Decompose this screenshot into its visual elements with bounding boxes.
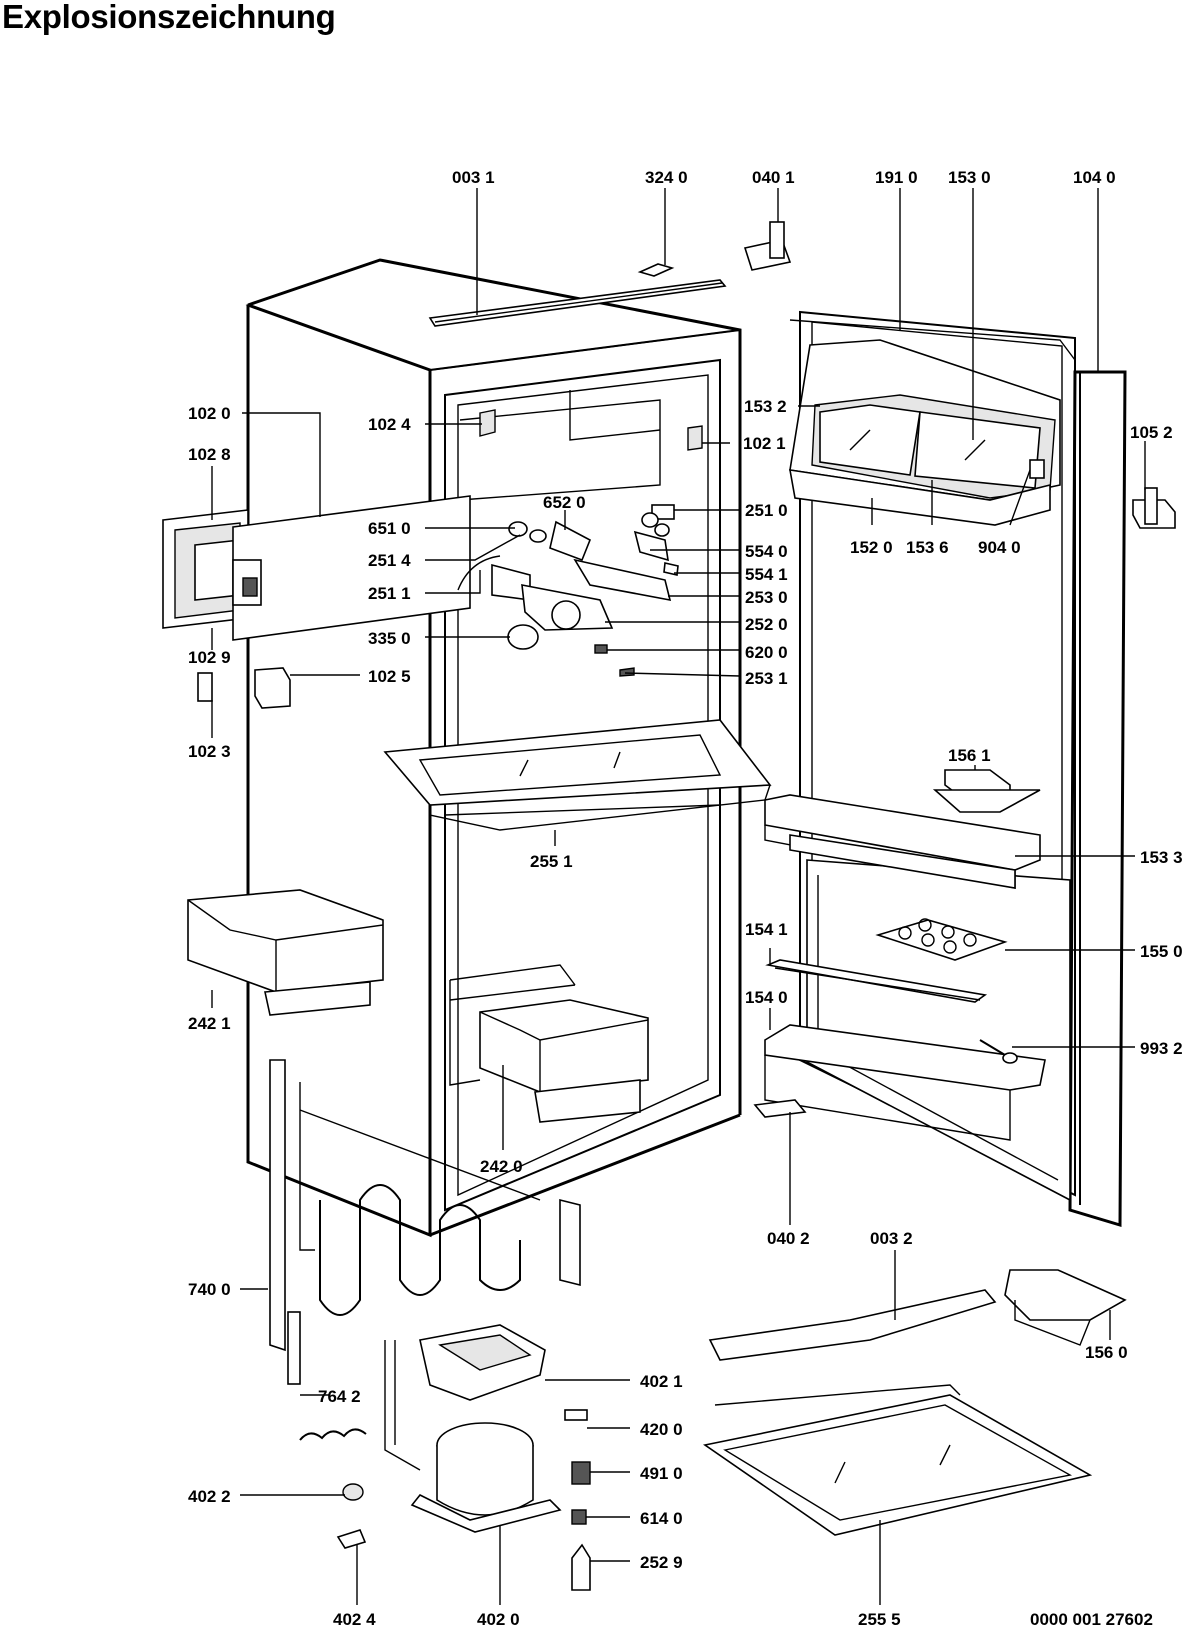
part-0032-bar: [708, 1289, 997, 1361]
label-7400: 740 0: [188, 1280, 231, 1299]
label-2520: 252 0: [745, 615, 788, 634]
part-4200: [564, 1409, 588, 1421]
label-2420: 242 0: [480, 1157, 523, 1176]
part-1541-rail: [765, 959, 988, 1003]
label-6510: 651 0: [368, 519, 411, 538]
label-1023: 102 3: [188, 742, 231, 761]
label-2421: 242 1: [188, 1014, 231, 1033]
label-6520: 652 0: [543, 493, 586, 512]
label-4200: 420 0: [640, 1420, 683, 1439]
label-1561: 156 1: [948, 746, 991, 765]
label-1536: 153 6: [906, 538, 949, 557]
part-6140: [571, 1509, 587, 1525]
label-0401: 040 1: [752, 168, 795, 187]
part-0402-bracket: [753, 1099, 807, 1118]
label-1025: 102 5: [368, 667, 411, 686]
label-1021: 102 1: [743, 434, 786, 453]
label-0032: 003 2: [870, 1229, 913, 1248]
label-2510: 251 0: [745, 501, 788, 520]
leader-lines: [211, 188, 1146, 1605]
label-9932: 993 2: [1140, 1039, 1183, 1058]
drawing-number: 0000 001 27602: [1030, 1610, 1153, 1629]
label-1910: 191 0: [875, 168, 918, 187]
label-9040: 904 0: [978, 538, 1021, 557]
part-1020-panel: [232, 495, 471, 641]
label-3350: 335 0: [368, 629, 411, 648]
door-assembly: [764, 310, 1176, 1228]
label-3240: 324 0: [645, 168, 688, 187]
part-2529: [571, 1543, 591, 1591]
label-1052: 105 2: [1130, 423, 1173, 442]
page-title: Explosionszeichnung: [2, 0, 336, 35]
part-1560-ice-tray: [1004, 1269, 1127, 1346]
label-5541: 554 1: [745, 565, 788, 584]
label-1550: 155 0: [1140, 942, 1183, 961]
part-4910: [571, 1461, 591, 1485]
label-5540: 554 0: [745, 542, 788, 561]
label-2555: 255 5: [858, 1610, 901, 1629]
label-1029: 102 9: [188, 648, 231, 667]
label-1560: 156 0: [1085, 1343, 1128, 1362]
part-0401-bracket: [743, 221, 792, 271]
part-2551-glass-shelf: [383, 719, 772, 831]
label-1024: 102 4: [368, 415, 411, 434]
label-6140: 614 0: [640, 1509, 683, 1528]
label-2511: 251 1: [368, 584, 411, 603]
part-labels: 003 1 324 0 040 1 191 0 153 0 104 0 153 …: [188, 168, 1183, 1629]
label-4022: 402 2: [188, 1487, 231, 1506]
part-4022: [342, 1483, 364, 1501]
part-2421-crisper: [187, 889, 384, 1016]
label-4910: 491 0: [640, 1464, 683, 1483]
label-1520: 152 0: [850, 538, 893, 557]
part-1028-cover: [162, 509, 249, 629]
label-0031: 003 1: [452, 168, 495, 187]
thermostat-assembly: [457, 504, 679, 677]
part-7642-capillary: [287, 1311, 421, 1471]
part-7400-evaporator: [269, 1059, 581, 1352]
label-7642: 764 2: [318, 1387, 361, 1406]
label-1020: 102 0: [188, 404, 231, 423]
part-1023-hinge: [197, 672, 213, 702]
part-9932: [979, 1039, 1006, 1056]
part-1024-clip: [479, 409, 496, 437]
label-1540: 154 0: [745, 988, 788, 1007]
part-1025-bracket: [254, 667, 291, 709]
label-1541: 154 1: [745, 920, 788, 939]
label-4024: 402 4: [333, 1610, 376, 1629]
part-3240-clip: [637, 263, 675, 277]
label-1533: 153 3: [1140, 848, 1183, 867]
part-4020-compressor: [410, 1422, 562, 1533]
label-0402: 040 2: [767, 1229, 810, 1248]
label-2529: 252 9: [640, 1553, 683, 1572]
part-4024: [336, 1529, 367, 1549]
label-2530: 253 0: [745, 588, 788, 607]
label-1028: 102 8: [188, 445, 231, 464]
label-4021: 402 1: [640, 1372, 683, 1391]
small-electrical-parts: [336, 1409, 591, 1591]
label-1040: 104 0: [1073, 168, 1116, 187]
label-1530: 153 0: [948, 168, 991, 187]
label-2531: 253 1: [745, 669, 788, 688]
label-4020: 402 0: [477, 1610, 520, 1629]
part-2555-glass-shelf: [703, 1384, 1093, 1536]
label-6200: 620 0: [745, 643, 788, 662]
part-0031-rail: [428, 279, 727, 327]
part-1021-clip: [687, 425, 703, 451]
part-2420-crisper: [479, 999, 649, 1123]
part-4021-relay-housing: [419, 1324, 546, 1401]
label-1532: 153 2: [744, 397, 787, 416]
label-2514: 251 4: [368, 551, 411, 570]
label-2551: 255 1: [530, 852, 573, 871]
